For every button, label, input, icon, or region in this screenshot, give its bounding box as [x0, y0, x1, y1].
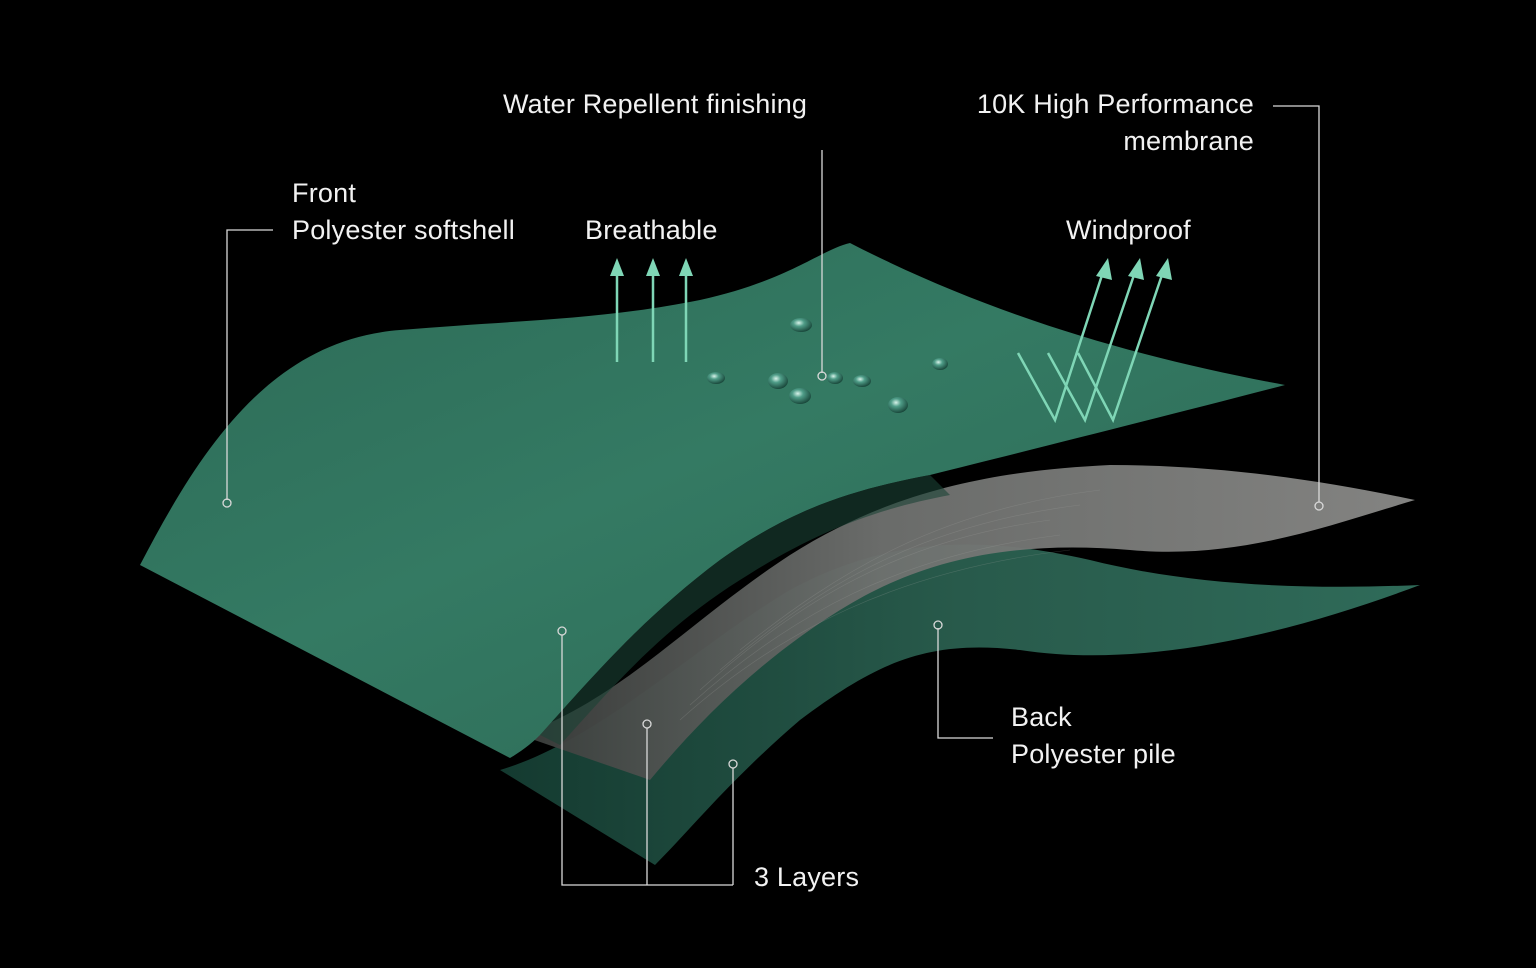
windproof-arrows: [1016, 258, 1172, 424]
front-label-material: Polyester softshell: [292, 215, 515, 245]
front-label-title: Front: [292, 178, 357, 208]
back-label: Back Polyester pile: [1011, 699, 1176, 773]
front-softshell-layer: [140, 243, 1285, 758]
back-label-title: Back: [1011, 702, 1072, 732]
windproof-label: Windproof: [1066, 215, 1191, 245]
water-droplets: [707, 318, 948, 413]
back-label-material: Polyester pile: [1011, 739, 1176, 769]
water-repellent-label: Water Repellent finishing: [503, 89, 808, 119]
breathable-label: Breathable: [585, 215, 718, 245]
front-label: Front Polyester softshell: [292, 175, 515, 249]
breathable-arrows: [610, 258, 693, 362]
back-pile-layer: [500, 544, 1420, 865]
membrane-texture: [679, 489, 1101, 721]
front-fold-shadow: [540, 475, 950, 745]
membrane-label: 10K High Performance membrane: [977, 86, 1254, 160]
three-layers-label: 3 Layers: [754, 862, 860, 892]
membrane-label-line1: 10K High Performance: [976, 89, 1254, 119]
leader-lines: [222, 105, 1324, 886]
membrane-label-line2: membrane: [1123, 126, 1254, 156]
membrane-layer: [520, 465, 1415, 780]
